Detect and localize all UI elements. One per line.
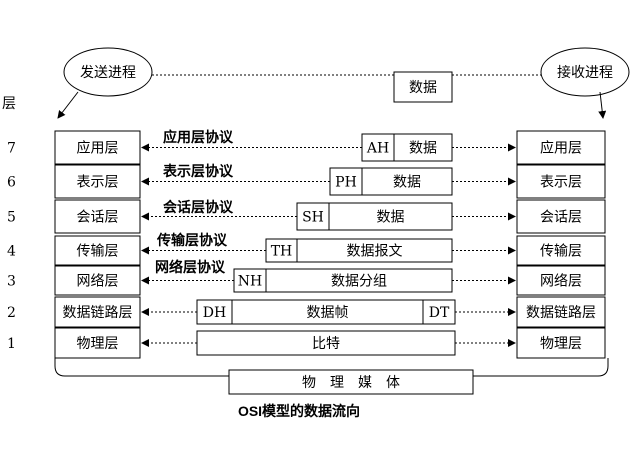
receiver-layer-label: 表示层: [540, 175, 582, 191]
packet-trailer-box: [422, 299, 456, 325]
sender-layer-label: 表示层: [77, 175, 119, 191]
receiver-process-label: 接收进程: [557, 64, 613, 81]
receiver-layer-cell: [516, 296, 606, 328]
sender-layer-cell: [54, 130, 141, 165]
protocol-label: 应用层协议: [163, 129, 234, 145]
sender-layer-cell: [54, 235, 141, 266]
packet-body-box: [196, 330, 456, 356]
layer-number: 1: [7, 336, 16, 352]
packet-body-label: 数据帧: [307, 305, 349, 321]
top-data-label: 数据: [409, 80, 437, 96]
packet-body-label: 数据: [393, 175, 421, 191]
layer-number: 4: [7, 244, 16, 260]
packet-header-label: DH: [203, 305, 226, 321]
packet-body-label: 数据分组: [331, 274, 387, 290]
packet-header-label: AH: [366, 141, 389, 157]
packet-body-box: [265, 268, 453, 293]
layer-number: 3: [7, 274, 16, 290]
packet-header-box: [361, 133, 395, 162]
protocol-label: 会话层协议: [163, 199, 234, 215]
packet-header-box: [329, 167, 363, 196]
packet-header-label: NH: [238, 274, 262, 290]
receiver-layer-cell: [516, 164, 606, 199]
receiver-layer-cell: [516, 199, 606, 234]
receiver-layer-label: 会话层: [540, 210, 582, 226]
sender-layer-label: 传输层: [77, 244, 119, 260]
packet-body-label: 数据: [409, 141, 437, 157]
packet-body-label: 数据报文: [347, 244, 403, 260]
receiver-down-arrow: [598, 91, 607, 119]
packet-body-box: [231, 299, 424, 325]
receiver-layer-cell: [516, 327, 606, 359]
receiver-layer-cell: [516, 235, 606, 266]
layer-number: 2: [7, 305, 16, 321]
packet-trailer-label: DT: [429, 305, 450, 321]
sender-layer-cell: [54, 199, 141, 234]
sender-process-ellipse: [63, 47, 153, 97]
packet-header-box: [196, 299, 233, 325]
packet-body-box: [393, 133, 453, 162]
receiver-process-ellipse: [540, 47, 630, 97]
sender-layer-cell: [54, 327, 141, 359]
sender-down-arrow: [57, 91, 79, 119]
sender-process-label: 发送进程: [80, 65, 136, 81]
receiver-layer-label: 应用层: [540, 140, 582, 157]
packet-header-label: SH: [302, 210, 324, 226]
receiver-layer-label: 物理层: [540, 336, 582, 352]
layer-number: 6: [7, 175, 16, 191]
caption: OSI模型的数据流向: [238, 403, 360, 419]
layer-header: 层: [2, 96, 16, 112]
receiver-layer-label: 网络层: [540, 274, 582, 290]
packet-body-label: 比特: [312, 336, 340, 352]
sender-layer-label: 网络层: [77, 274, 119, 290]
protocol-label: 表示层协议: [162, 163, 234, 179]
receiver-layer-label: 数据链路层: [526, 305, 596, 321]
top-data-box: [393, 71, 453, 103]
layer-number: 7: [7, 141, 16, 157]
sender-layer-label: 会话层: [77, 210, 119, 226]
sender-layer-cell: [54, 296, 141, 328]
layer-number: 5: [7, 210, 16, 226]
receiver-layer-cell: [516, 130, 606, 165]
packet-body-label: 数据: [377, 210, 405, 226]
protocol-label: 传输层协议: [156, 232, 228, 248]
sender-layer-label: 物理层: [77, 336, 119, 352]
packet-body-box: [361, 167, 453, 196]
packet-header-label: TH: [271, 244, 293, 260]
sender-layer-label: 数据链路层: [63, 305, 133, 321]
medium-label: 物 理 媒 体: [302, 375, 400, 391]
protocol-label: 网络层协议: [155, 259, 226, 275]
sender-layer-cell: [54, 164, 141, 199]
receiver-layer-label: 传输层: [540, 244, 582, 260]
packet-header-label: PH: [335, 175, 357, 191]
medium-box: [228, 369, 474, 395]
sender-layer-cell: [54, 265, 141, 296]
sender-layer-label: 应用层: [77, 140, 119, 157]
packet-body-box: [328, 202, 453, 231]
packet-body-box: [296, 238, 453, 263]
receiver-layer-cell: [516, 265, 606, 296]
